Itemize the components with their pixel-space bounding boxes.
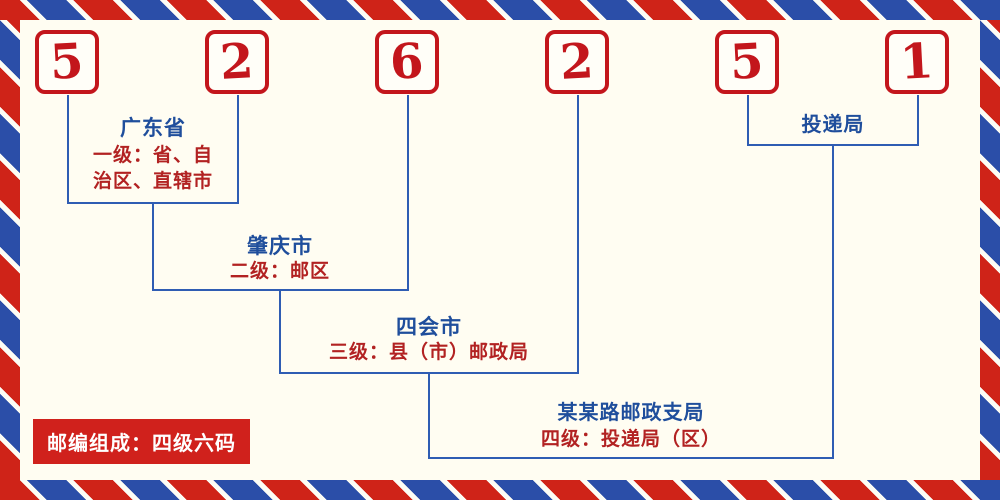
postal-digit-1: 5: [48, 33, 86, 91]
border-stripes-bottom: [0, 480, 1000, 500]
border-stripes-left: [0, 20, 20, 480]
border-stripes-top: [0, 0, 1000, 20]
postal-digit-6: 1: [898, 33, 936, 91]
connector-delivery-office: [747, 95, 919, 146]
postal-digit-box-2: 2: [205, 30, 269, 94]
delivery-office-label: 投递局: [801, 114, 865, 136]
level2-desc: 二级：邮区: [229, 261, 330, 282]
postal-digit-box-6: 1: [885, 30, 949, 94]
postal-digit-box-5: 5: [715, 30, 779, 94]
level1-name: 广东省: [120, 117, 186, 140]
level3-name: 四会市: [396, 316, 462, 339]
postal-digit-box-1: 5: [35, 30, 99, 94]
postal-digit-2: 2: [218, 33, 256, 91]
postcode-composition-badge: 邮编组成：四级六码: [33, 419, 250, 464]
level2-name: 肇庆市: [247, 235, 313, 258]
level1-desc: 一级：省、自 治区、直辖市: [92, 145, 213, 192]
postal-digit-box-4: 2: [545, 30, 609, 94]
postal-digit-4: 2: [558, 33, 596, 91]
postal-digit-5: 5: [728, 33, 766, 91]
level3-desc: 三级：县（市）邮政局: [328, 342, 529, 363]
level4-desc: 四级：投递局（区）: [540, 429, 721, 450]
connector-level4: [428, 145, 834, 459]
postal-digit-box-3: 6: [375, 30, 439, 94]
level4-name: 某某路邮政支局: [557, 402, 705, 424]
border-stripes-right: [980, 20, 1000, 480]
postal-digit-3: 6: [388, 33, 426, 91]
